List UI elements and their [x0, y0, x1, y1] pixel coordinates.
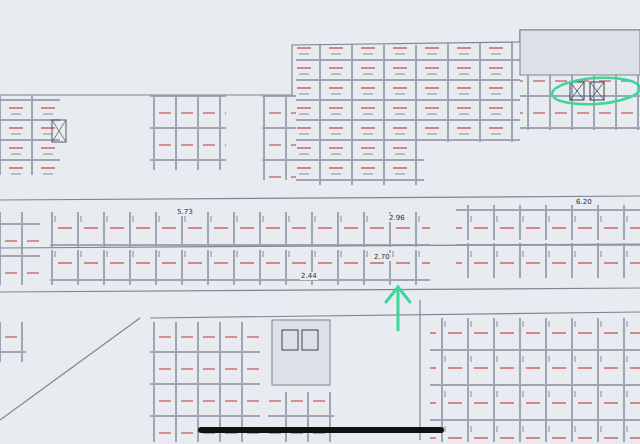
dimension-label: 5.73 — [176, 208, 194, 216]
dimension-label: 2.44 — [300, 272, 318, 280]
dimension-label: 2.70 — [373, 253, 391, 261]
dimension-label: 6.20 — [575, 198, 593, 206]
dimension-label: 2.96 — [388, 214, 406, 222]
